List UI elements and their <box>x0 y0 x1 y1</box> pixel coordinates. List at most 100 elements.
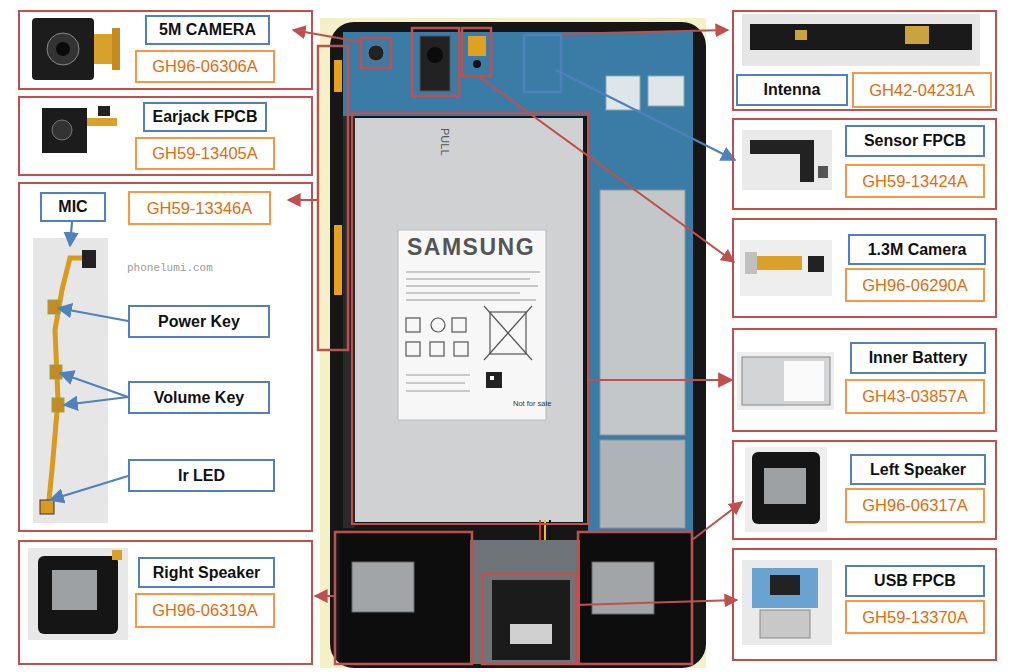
fine-print-line <box>406 285 538 286</box>
battery-photo <box>742 357 830 405</box>
part-name-box: MIC <box>40 192 106 222</box>
callout-panel: Earjack FPCBGH59-13405A <box>18 96 313 176</box>
sensor-photo <box>818 166 828 178</box>
battery-photo <box>784 361 824 401</box>
part-name: USB FPCB <box>874 572 956 590</box>
highlight-box <box>524 35 561 92</box>
part-name-box: Sensor FPCB <box>845 125 985 157</box>
earjack-flex <box>98 106 110 116</box>
callout-panel: 1.3M CameraGH96-06290A <box>732 218 997 318</box>
part-number: GH96-06319A <box>152 601 258 620</box>
pointer-arrow <box>50 476 128 500</box>
part-number-box: GH59-13405A <box>135 137 275 170</box>
earjack-hole <box>427 47 443 63</box>
battery-print: Not for sale <box>513 399 551 408</box>
earjack-flex <box>87 118 117 126</box>
antenna-photo <box>795 30 807 40</box>
part-number: GH59-13370A <box>862 608 968 627</box>
camera-photo <box>56 42 70 56</box>
part-number: GH96-06317A <box>862 496 968 515</box>
part-number: GH42-04231A <box>869 81 975 100</box>
leader-line <box>692 502 742 540</box>
key-flex-cable <box>48 258 88 510</box>
part-name: 1.3M Camera <box>868 241 967 259</box>
flex-photo-backdrop <box>33 238 108 523</box>
part-name: Left Speaker <box>870 461 966 479</box>
part-name: 5M CAMERA <box>159 21 256 39</box>
usb-connector <box>510 624 552 644</box>
speaker <box>580 532 690 662</box>
leader-line <box>288 199 318 201</box>
part-number-box: GH59-13370A <box>845 600 985 634</box>
watermark: phonelumi.com <box>127 262 213 274</box>
battery-print: SAMSUNG <box>383 234 559 261</box>
part-name-box: Intenna <box>736 74 848 106</box>
speaker-photo <box>28 548 128 640</box>
highlight-box <box>318 46 348 350</box>
usb-photo <box>742 560 832 645</box>
cert-symbols <box>406 306 532 360</box>
part-name: Sensor FPCB <box>864 132 966 150</box>
part-number-box: GH96-06317A <box>845 488 985 523</box>
speaker-photo <box>752 452 820 524</box>
part-name: Right Speaker <box>153 564 261 582</box>
battery-pack <box>355 118 583 522</box>
highlight-box <box>335 532 472 664</box>
mic-part <box>82 250 96 268</box>
metal-bracket <box>600 440 685 528</box>
leader-lines <box>288 30 742 605</box>
metal-shield <box>600 190 685 435</box>
pointer-arrow <box>70 222 72 246</box>
sensor-photo <box>742 130 832 190</box>
fine-print-line <box>406 390 470 391</box>
part-name: Ir LED <box>178 467 225 485</box>
fine-print-line <box>406 271 540 272</box>
part-number: GH96-06306A <box>152 57 258 76</box>
speaker-photo <box>745 447 827 532</box>
usb-photo <box>770 575 800 595</box>
solder-pad <box>648 76 684 106</box>
pcb-board <box>588 32 693 532</box>
usb-board <box>492 580 570 660</box>
part-number-box: GH96-06319A <box>135 593 275 628</box>
part-number: GH43-03857A <box>862 387 968 406</box>
part-name: Inner Battery <box>869 349 968 367</box>
waste-bin-cross <box>484 306 532 360</box>
camera-photo <box>740 240 832 296</box>
fine-print-line <box>406 374 470 375</box>
callout-panel: Intenna GH42-04231A <box>732 10 997 111</box>
camera-photo <box>757 256 802 270</box>
callout-panel: Sensor FPCBGH59-13424A <box>732 118 997 210</box>
cert-symbol <box>430 342 444 356</box>
battery-print: PULL <box>439 128 451 156</box>
part-name-box: Right Speaker <box>138 557 275 588</box>
callout-panel: MICGH59-13346APower KeyVolume KeyIr LED <box>18 182 313 532</box>
speaker-photo <box>112 550 122 560</box>
part-name-box: USB FPCB <box>845 565 985 597</box>
usb-photo <box>752 568 818 608</box>
part-name-box: Ir LED <box>128 459 275 492</box>
camera-flex <box>94 34 112 64</box>
part-name: Power Key <box>158 313 240 331</box>
metal-shield <box>470 540 580 664</box>
qr-code <box>486 372 502 388</box>
fine-print-line <box>406 299 536 300</box>
front-camera <box>473 60 481 68</box>
earjack <box>420 36 450 91</box>
battery-photo <box>737 352 834 410</box>
waste-bin-cross <box>484 306 532 360</box>
part-number-box: GH42-04231A <box>852 72 992 108</box>
leader-arrow <box>589 379 732 381</box>
camera-lens <box>368 45 384 61</box>
callout-panel: 5M CAMERA GH96-06306A <box>18 10 313 90</box>
cert-symbol <box>431 318 445 332</box>
tablet-frame <box>330 22 706 668</box>
camera-photo <box>745 252 757 274</box>
speaker <box>340 532 470 662</box>
leader-line <box>315 595 335 597</box>
camera-photo <box>32 18 94 80</box>
usb-photo <box>760 610 810 638</box>
part-name-box: Inner Battery <box>850 342 986 374</box>
front-camera-flex <box>468 36 486 56</box>
highlight-box <box>482 574 576 664</box>
